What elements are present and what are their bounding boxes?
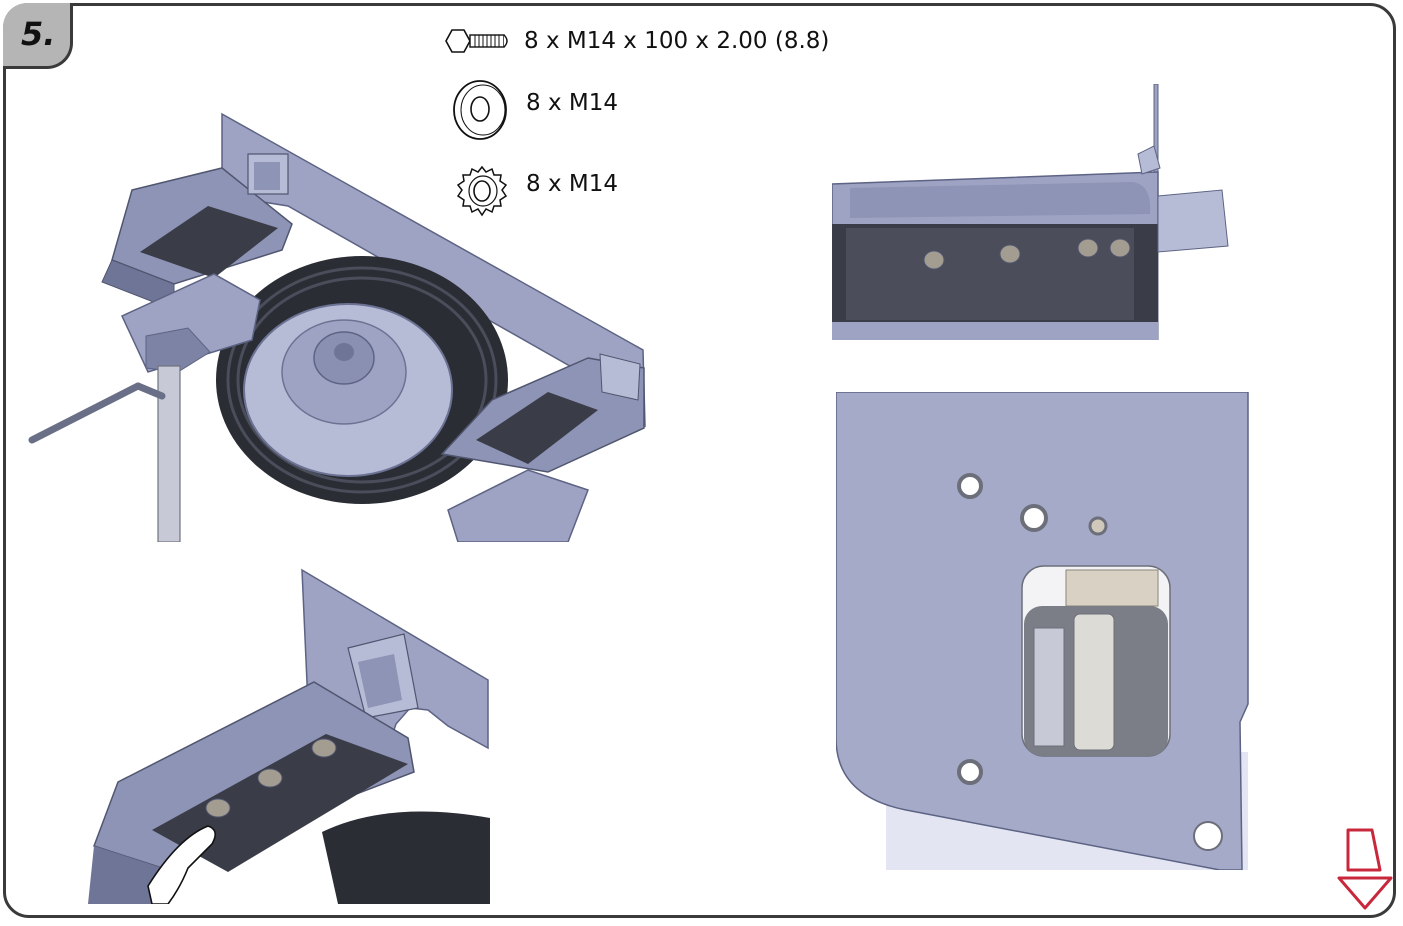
step-tab: 5. [3, 3, 73, 69]
bolt-icon [440, 24, 514, 58]
step-number: 5. [21, 15, 56, 53]
assembly-overview-illustration [28, 110, 650, 542]
side-view-illustration [832, 84, 1230, 340]
bolt-tightening-closeup-illustration [88, 568, 490, 904]
part-row-bolt: 8 x M14 x 100 x 2.00 (8.8) [440, 24, 829, 58]
part-label-flat-washer: 8 x M14 [526, 90, 618, 116]
part-row-flat-washer: 8 x M14 [450, 78, 618, 142]
flat-washer-icon [450, 78, 514, 142]
next-step-arrow-icon[interactable] [1336, 828, 1396, 912]
part-row-lock-washer: 8 x M14 [452, 164, 618, 218]
page-frame [3, 3, 1396, 918]
part-label-lock-washer: 8 x M14 [526, 171, 618, 197]
lock-washer-icon [452, 164, 512, 218]
plate-detail-illustration [836, 392, 1250, 870]
part-label-bolt: 8 x M14 x 100 x 2.00 (8.8) [524, 28, 830, 54]
